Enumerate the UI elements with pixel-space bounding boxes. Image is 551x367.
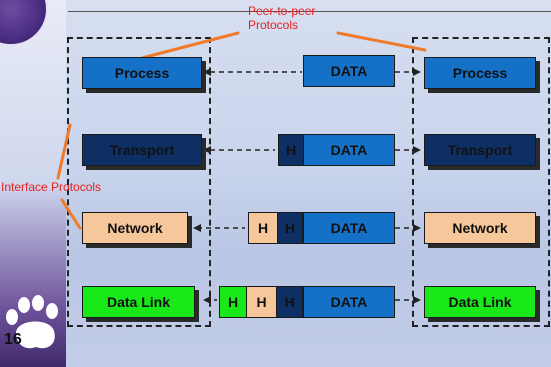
interface-arrow-upper <box>56 123 72 180</box>
peer-to-peer-annotation: Peer-to-peer Protocols <box>248 4 315 32</box>
peer-arrow-right <box>336 31 427 52</box>
seal-year: 1889 <box>0 0 4 3</box>
network-data-segment: DATA <box>303 212 395 244</box>
left-stack-box <box>67 37 211 327</box>
left-datalink-layer: Data Link <box>82 286 195 318</box>
left-network-layer: Network <box>82 212 188 244</box>
arrowhead <box>413 68 421 76</box>
left-process-layer: Process <box>82 57 202 89</box>
network-transport-header-h: H <box>277 212 303 244</box>
transport-header-h: H <box>278 134 304 166</box>
peer-to-peer-line1: Peer-to-peer <box>248 4 316 18</box>
right-transport-layer: Transport <box>424 134 536 166</box>
right-datalink-layer: Data Link <box>424 286 536 318</box>
arrowhead <box>203 146 211 154</box>
peer-arrow-left <box>140 31 240 60</box>
right-process-layer: Process <box>424 57 536 89</box>
datalink-network-header-h: H <box>246 286 277 318</box>
interface-protocols-annotation: Interface Protocols <box>1 180 102 194</box>
arrowhead <box>413 146 421 154</box>
datalink-data-segment: DATA <box>303 286 395 318</box>
arrowhead <box>413 224 421 232</box>
right-network-layer: Network <box>424 212 536 244</box>
arrowhead <box>193 224 201 232</box>
process-data-segment: DATA <box>303 55 395 87</box>
network-header-h: H <box>248 212 278 244</box>
arrowhead <box>203 296 211 304</box>
transport-data-segment: DATA <box>303 134 395 166</box>
right-stack-box <box>412 37 550 327</box>
left-transport-layer: Transport <box>82 134 202 166</box>
peer-to-peer-line2: Protocols <box>248 18 299 32</box>
arrowhead <box>413 296 421 304</box>
datalink-transport-header-h: H <box>276 286 303 318</box>
paw-logo <box>6 295 58 349</box>
top-rule <box>68 11 551 12</box>
interface-arrow-lower <box>60 198 82 230</box>
page-number: 16 <box>4 331 22 348</box>
arrowhead <box>203 68 211 76</box>
datalink-header-h: H <box>219 286 247 318</box>
